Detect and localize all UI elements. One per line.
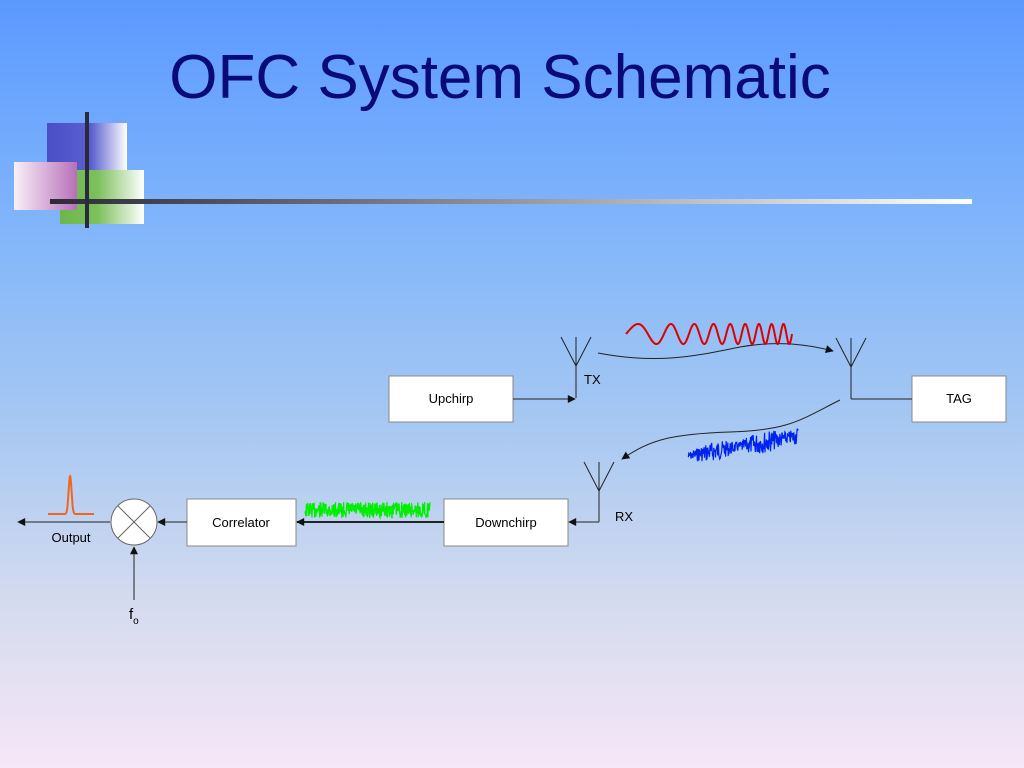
tag-block: TAG — [911, 375, 1007, 423]
tag-antenna-icon — [835, 337, 912, 400]
decor-vertical-bar — [85, 112, 89, 228]
correlator-block: Correlator — [186, 498, 297, 547]
slide-decoration — [14, 112, 972, 228]
page-title: OFC System Schematic — [169, 43, 831, 112]
mixer-icon — [110, 498, 158, 546]
downchirp-label: Downchirp — [475, 515, 536, 530]
tx-label: TX — [584, 372, 601, 387]
title-underline — [50, 199, 972, 204]
tx-antenna-icon — [560, 336, 592, 398]
upchirp-label: Upchirp — [429, 391, 474, 406]
chirp-signal-waveform — [625, 322, 793, 345]
output-pulse-waveform — [48, 474, 94, 515]
noisy-return-waveform — [687, 428, 799, 462]
rx-antenna-icon — [583, 461, 615, 522]
rx-label: RX — [615, 509, 633, 524]
tx-to-tag-wireless-arrow — [597, 343, 834, 360]
tag-to-rx-wireless-arrow — [621, 399, 841, 460]
fo-label: fo — [129, 606, 139, 627]
correlator-label: Correlator — [212, 515, 270, 530]
downchirp-block: Downchirp — [443, 498, 569, 547]
tag-label: TAG — [946, 391, 972, 406]
correlated-signal-waveform — [304, 501, 431, 520]
upchirp-block: Upchirp — [388, 375, 514, 423]
output-label: Output — [51, 530, 90, 545]
